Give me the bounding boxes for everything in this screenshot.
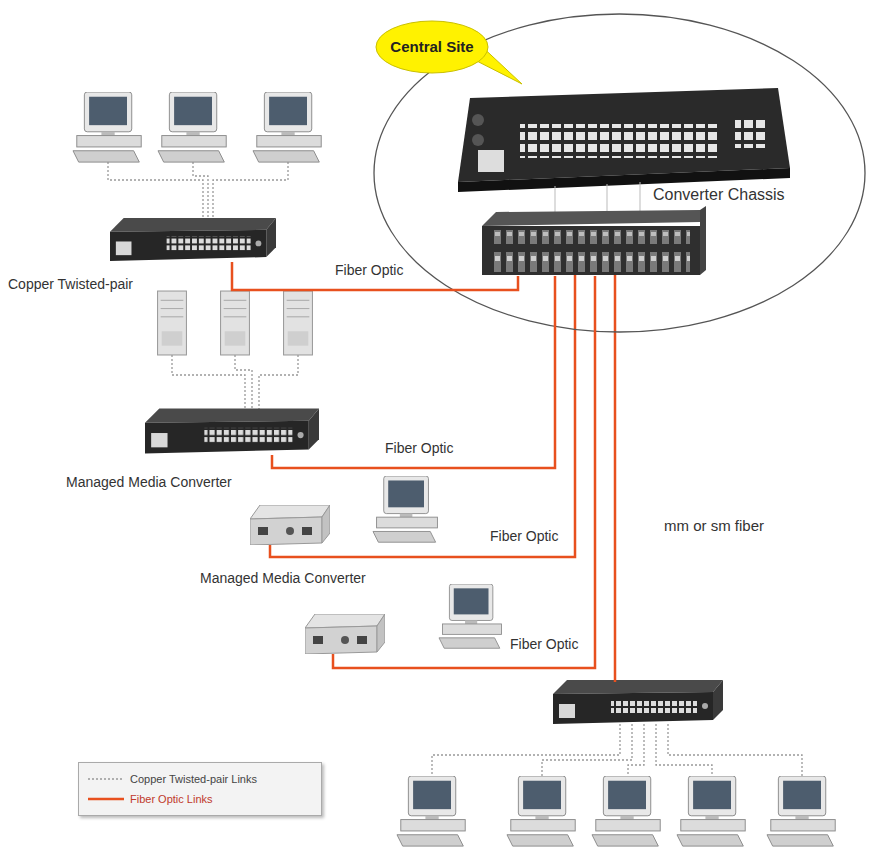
callout-text: Central Site [380,38,484,55]
edge-label: Fiber Optic [510,636,578,652]
legend-text: Fiber Optic Links [130,793,213,805]
pc-icon [592,776,660,846]
media-converter-icon [250,505,330,545]
device-node: Copper Twisted-pair [8,212,280,298]
edge-label: Fiber Optic [385,440,453,456]
fiber-link [333,276,595,668]
chassis-patch-lines [555,182,640,214]
central-switch [458,88,790,192]
legend-row: Fiber Optic Links [87,789,313,809]
ellipse-outline [372,12,867,334]
link-label: mm or sm fiber [664,517,764,534]
switch-icon [553,680,723,724]
converter-chassis-icon [482,206,706,275]
fiber-link [322,276,555,468]
device-node: Managed Media Converter [62,402,322,494]
pc-icon [507,776,575,846]
media-converter-icon [305,614,385,654]
server-icon [284,291,313,355]
link-label: Fiber Optic [490,528,558,544]
pc-icon [73,92,141,162]
copper-links [108,162,802,776]
pc-icon [677,776,745,846]
server-icon [158,291,187,355]
pc-icon [253,92,321,162]
pc-icon [373,476,437,542]
legend-line [88,798,124,801]
legend-text: Copper Twisted-pair Links [130,773,257,785]
switch-icon [110,218,276,261]
pc-icon [439,584,502,648]
server-icon [221,291,250,355]
fiber-wire [232,262,615,682]
edge-label: Fiber Optic [335,262,403,278]
legend-sample [87,794,125,804]
legend-line [88,778,124,780]
site-outline [374,14,865,332]
device-label: Managed Media Converter [66,474,316,490]
legend-sample [87,774,125,784]
switch-icon [145,408,319,453]
device-node: Managed Media Converter [196,568,416,660]
legend-box: Copper Twisted-pair LinksFiber Optic Lin… [78,762,322,816]
pc-icon [158,92,226,162]
pc-icon [397,776,465,846]
device-label: Managed Media Converter [200,570,415,586]
callout-bubble [376,21,488,73]
site-ellipse: Central SiteConverter Chassis [372,12,867,334]
device-node: Converter Chassis [478,180,828,276]
fiber-link [280,276,518,290]
device-label: Converter Chassis [653,186,823,204]
pc-icon [767,776,835,846]
legend-row: Copper Twisted-pair Links [87,769,313,789]
device-label: Copper Twisted-pair [8,276,228,292]
